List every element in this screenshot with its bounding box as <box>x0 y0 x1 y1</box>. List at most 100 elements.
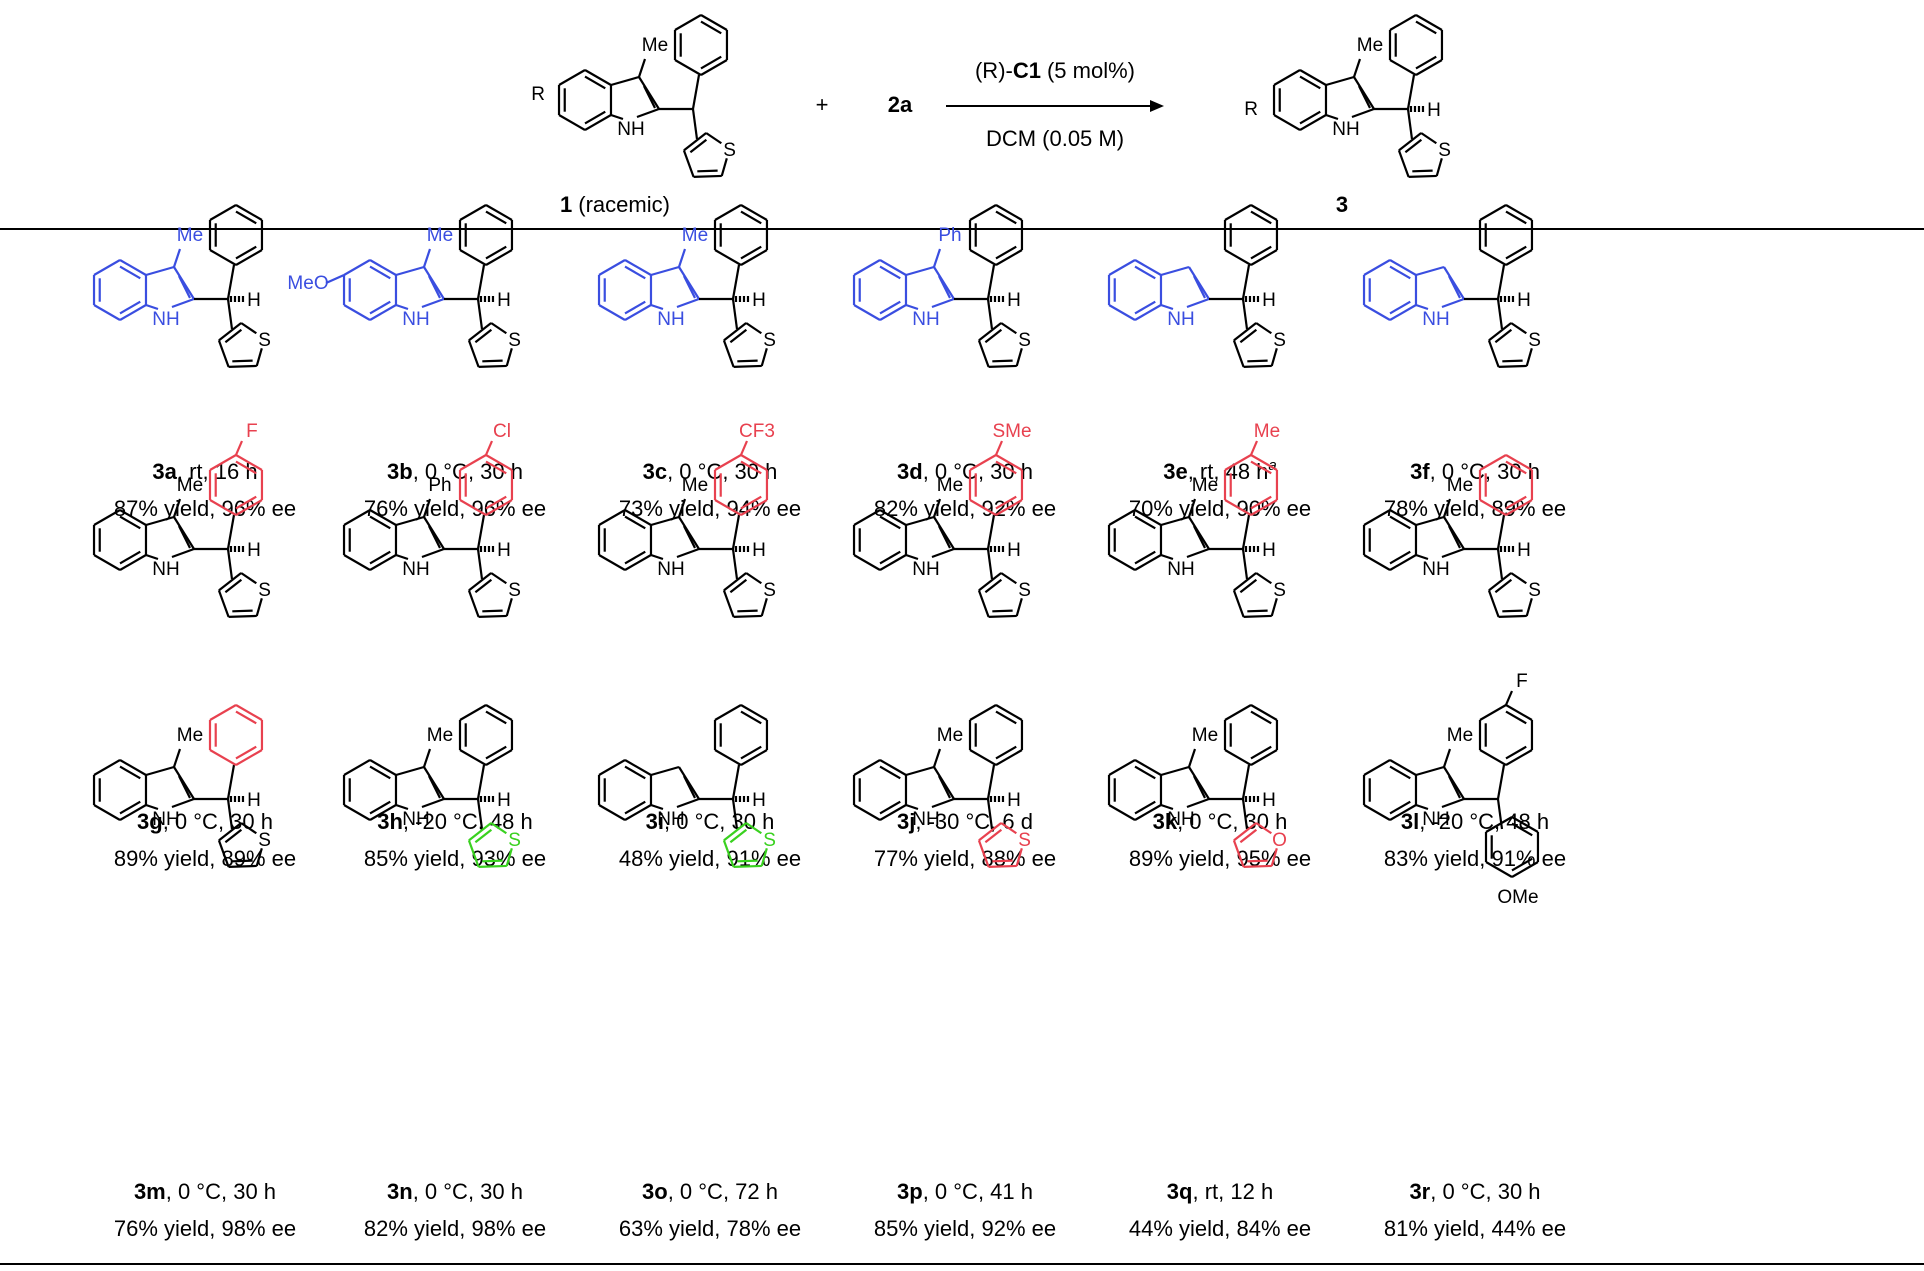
ring-bond <box>1134 304 1162 321</box>
ring-bond <box>343 804 371 821</box>
pyrrole-bond <box>421 547 445 559</box>
ring-bond <box>1270 847 1278 867</box>
sulfur-atom: S <box>763 830 776 851</box>
double-bond <box>737 859 758 863</box>
double-bond <box>119 765 141 780</box>
aryl-bond <box>226 514 236 550</box>
heteroaryl-bond <box>1496 298 1504 330</box>
thiophene-ring: S <box>467 822 521 868</box>
reagent-2a: 2a <box>888 92 913 117</box>
c3-bond <box>172 498 182 518</box>
entry-result: 44% yield, 84% ee <box>1129 1216 1311 1241</box>
ring-bond <box>1363 759 1391 776</box>
ring-bond <box>1389 509 1417 526</box>
double-bond <box>1389 265 1411 280</box>
indole-nh-label: NH <box>1422 559 1449 580</box>
pyrrole-bond <box>650 265 680 277</box>
pyrrole-bond <box>905 303 919 311</box>
entry-id: 3q <box>1167 1179 1193 1204</box>
ring-bond <box>343 259 371 276</box>
pyrrole-bond <box>145 303 159 311</box>
entry-conditions: , 0 °C, 30 h <box>413 1179 523 1204</box>
para-bond <box>739 440 748 456</box>
heteroaryl-bond <box>731 798 739 830</box>
double-bond <box>1134 515 1156 530</box>
double-bond <box>624 300 646 315</box>
ring-bond <box>468 572 492 592</box>
ring-bond <box>478 864 507 868</box>
entry-result: 70% yield, 90% ee <box>1129 496 1311 521</box>
entry-conditions: , -20 °C, 48 h <box>1419 809 1549 834</box>
double-bond <box>584 110 606 125</box>
pyrrole-bond <box>933 516 955 550</box>
double-bond <box>624 800 646 815</box>
ring-bond <box>1015 597 1023 617</box>
ring-bond <box>1479 749 1507 766</box>
solvent-conditions: DCM (0.05 M) <box>986 126 1124 151</box>
ring-bond <box>255 347 263 367</box>
indole-nh-label: NH <box>1167 559 1194 580</box>
ring-bond <box>969 454 997 471</box>
pyrrole-bond <box>1160 265 1190 277</box>
pyrrole-bond <box>1160 765 1190 777</box>
double-bond <box>177 525 191 549</box>
ring-bond <box>1479 704 1507 721</box>
ring-bond <box>1408 174 1437 178</box>
indole-nh-label: NH <box>912 809 939 830</box>
double-bond <box>482 359 503 363</box>
pyrrole-bond <box>395 553 409 561</box>
pyrrole-bond <box>1188 266 1210 300</box>
aryl-ring <box>713 204 769 266</box>
aryl-ring <box>208 204 264 266</box>
ring-bond <box>235 704 263 721</box>
double-bond <box>1247 609 1268 613</box>
ring-bond <box>93 304 121 321</box>
entry-result: 73% yield, 94% ee <box>619 496 801 521</box>
c3-bond <box>932 498 942 518</box>
ring-bond <box>853 304 881 321</box>
aryl-bond <box>226 764 236 800</box>
ring-bond <box>1487 590 1500 618</box>
thiophene-ring: S <box>1232 322 1286 368</box>
ring-bond <box>1505 749 1533 766</box>
ring-bond <box>1299 69 1327 86</box>
ring-bond <box>235 204 263 221</box>
pyrrole-bond <box>905 515 935 527</box>
bottom-para-substituent: OMe <box>1497 887 1538 908</box>
pyrrole-bond <box>1441 297 1465 309</box>
c3-substituent: Me <box>682 225 708 246</box>
double-bond <box>1502 609 1523 613</box>
double-bond <box>485 460 507 475</box>
pyrrole-bond <box>395 803 409 811</box>
r1-label: R <box>531 84 545 105</box>
reactant-label: 1(racemic) <box>560 192 670 217</box>
pyrrole-bond <box>1353 76 1375 110</box>
aryl-ring <box>458 704 514 766</box>
pyrrole-bond <box>1443 766 1465 800</box>
ring-bond <box>1250 499 1278 516</box>
entry-result: 63% yield, 78% ee <box>619 1216 801 1241</box>
double-bond <box>235 495 257 510</box>
hydrogen-atom: H <box>752 790 766 811</box>
aryl-ring <box>968 454 1024 516</box>
pyrrole-bond <box>905 265 935 277</box>
ring-bond <box>853 259 881 276</box>
pyrrole-bond <box>1188 766 1210 800</box>
ring-bond <box>1108 804 1136 821</box>
ring-bond <box>459 204 487 221</box>
double-bond <box>235 245 257 260</box>
c3-substituent: Me <box>1447 475 1473 496</box>
indole-benzene-ring <box>1362 259 1418 321</box>
bottom-aryl-ring <box>1484 816 1540 878</box>
thiophene-ring: S <box>722 572 776 618</box>
ring-bond <box>343 554 371 571</box>
c3-substituent: Me <box>1357 35 1383 56</box>
indole-benzene-ring <box>342 759 398 821</box>
double-bond <box>1415 20 1437 35</box>
entry-id: 3l <box>1401 809 1419 834</box>
